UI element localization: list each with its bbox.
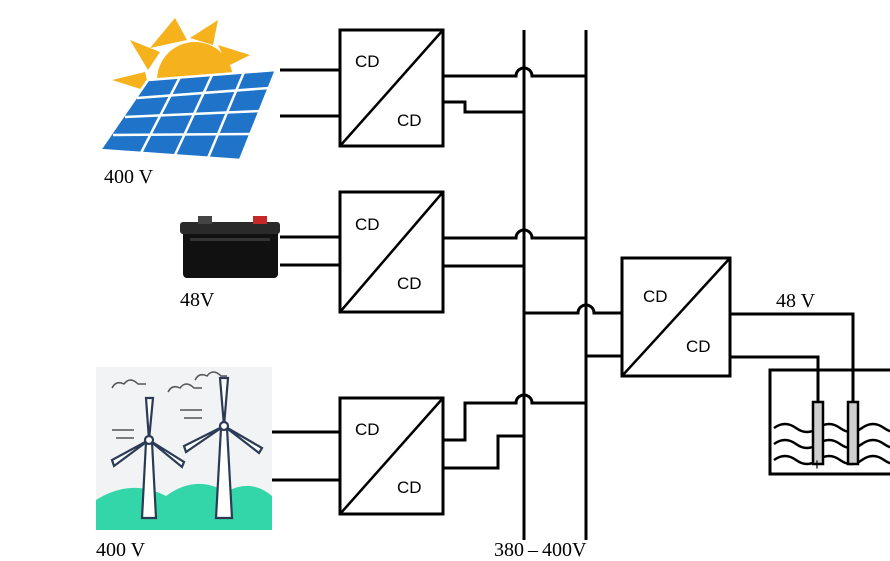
battery-voltage-label: 48V <box>180 289 215 311</box>
battery-icon <box>180 216 280 278</box>
converter-label-top: CD <box>355 420 380 439</box>
converter-label-top: CD <box>355 215 380 234</box>
converter-label-bottom: CD <box>397 274 422 293</box>
output-voltage-label: 48 V <box>776 290 816 312</box>
electrode-negative <box>846 400 860 466</box>
source-input-wires <box>272 68 340 482</box>
electrolyzer-tank: + − <box>768 368 890 476</box>
wind-voltage-label: 400 V <box>96 539 146 561</box>
positive-terminal-label: + <box>812 455 822 474</box>
cloud-icon <box>111 371 227 439</box>
negative-terminal-label: − <box>848 455 858 474</box>
wind-turbine-icon <box>96 367 272 530</box>
converter-output-wires <box>443 66 622 470</box>
water-waves <box>773 422 890 466</box>
converter-label-bottom: CD <box>397 478 422 497</box>
bus-voltage-label: 380 – 400V <box>494 539 587 561</box>
solar-voltage-label: 400 V <box>104 166 154 188</box>
converter-battery: CD CD <box>338 190 445 314</box>
converter-wind: CD CD <box>338 396 445 516</box>
output-wires <box>730 312 855 402</box>
converter-load: CD CD <box>620 256 732 378</box>
electrode-positive <box>811 400 825 466</box>
dc-bus <box>522 30 588 540</box>
converter-solar: CD CD <box>338 28 445 148</box>
pv-panel <box>97 68 278 162</box>
converter-label-bottom: CD <box>686 337 711 356</box>
solar-panel-icon <box>97 18 278 162</box>
converter-label-top: CD <box>643 287 668 306</box>
converter-label-bottom: CD <box>397 111 422 130</box>
converter-label-top: CD <box>355 52 380 71</box>
